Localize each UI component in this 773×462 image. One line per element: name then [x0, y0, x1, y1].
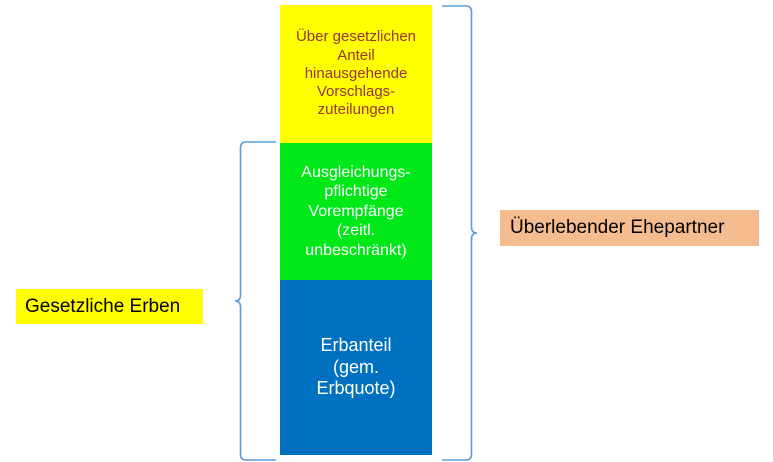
block-erbanteil-text: Erbanteil (gem. Erbquote) [316, 334, 396, 399]
label-gesetzliche-erben[interactable]: Gesetzliche Erben [16, 289, 203, 324]
block-vorschlagszuteilungen-text: Über gesetzlichen Anteil hinausgehende V… [295, 28, 417, 119]
block-vorempfaenge[interactable]: Ausgleichungs- pflichtige Vorempfänge (z… [280, 143, 432, 280]
label-ueberlebender-ehepartner[interactable]: Überlebender Ehepartner [500, 210, 759, 246]
label-gesetzliche-erben-text: Gesetzliche Erben [25, 295, 181, 317]
block-erbanteil[interactable]: Erbanteil (gem. Erbquote) [280, 280, 432, 455]
stacked-column: Über gesetzlichen Anteil hinausgehende V… [280, 5, 432, 455]
block-vorempfaenge-text: Ausgleichungs- pflichtige Vorempfänge (z… [301, 163, 411, 259]
block-vorschlagszuteilungen[interactable]: Über gesetzlichen Anteil hinausgehende V… [280, 5, 432, 143]
label-ueberlebender-ehepartner-text: Überlebender Ehepartner [510, 217, 725, 238]
right-brace-icon [442, 5, 478, 461]
left-brace-icon [234, 141, 276, 461]
